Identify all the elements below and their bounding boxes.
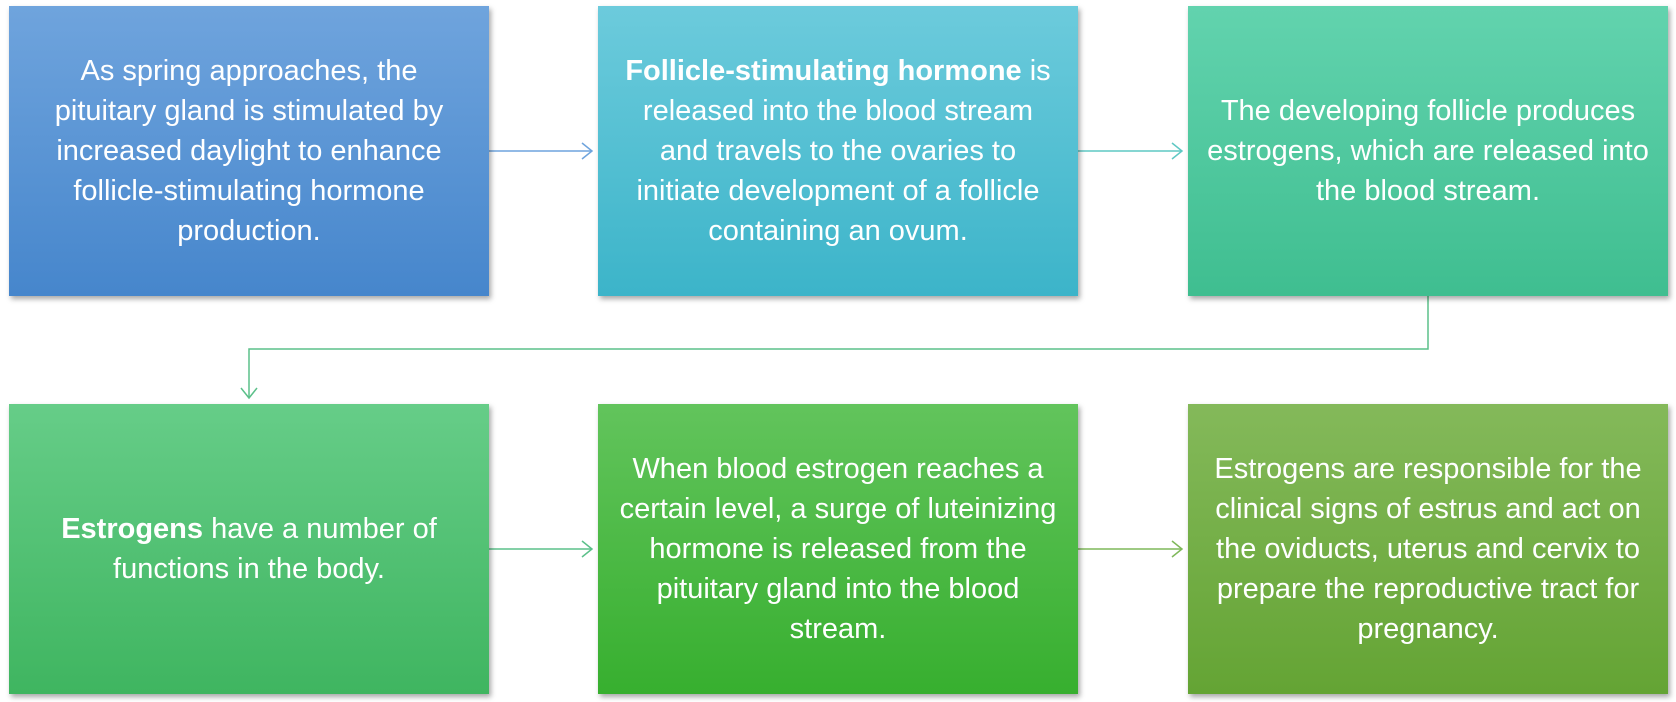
arrow-step-5-to-6: [1078, 540, 1184, 558]
step-bold-2: Follicle-stimulating hormone: [625, 55, 1022, 87]
step-box-3: The developing follicle produces estroge…: [1188, 6, 1668, 296]
step-body-6: Estrogens are responsible for the clinic…: [1214, 453, 1642, 645]
step-text-2: Follicle-stimulating hormone is released…: [616, 51, 1060, 251]
step-body-4: have a number of functions in the body.: [113, 513, 437, 585]
step-box-1: As spring approaches, the pituitary glan…: [9, 6, 489, 296]
step-text-4: Estrogens have a number of functions in …: [27, 509, 471, 589]
step-text-3: The developing follicle produces estroge…: [1206, 91, 1650, 211]
step-text-5: When blood estrogen reaches a certain le…: [616, 449, 1060, 649]
arrow-step-2-to-3: [1078, 142, 1184, 160]
step-box-5: When blood estrogen reaches a certain le…: [598, 404, 1078, 694]
step-bold-4: Estrogens: [61, 513, 204, 545]
step-text-6: Estrogens are responsible for the clinic…: [1206, 449, 1650, 649]
arrow-step-3-to-4: [240, 296, 1429, 400]
step-body-5: When blood estrogen reaches a certain le…: [619, 453, 1057, 645]
step-body-2: is released into the blood stream and tr…: [636, 55, 1051, 247]
arrow-step-1-to-2: [489, 142, 594, 160]
step-text-1: As spring approaches, the pituitary glan…: [27, 51, 471, 251]
step-box-4: Estrogens have a number of functions in …: [9, 404, 489, 694]
step-box-6: Estrogens are responsible for the clinic…: [1188, 404, 1668, 694]
step-box-2: Follicle-stimulating hormone is released…: [598, 6, 1078, 296]
step-body-3: The developing follicle produces estroge…: [1207, 95, 1649, 207]
step-body-1: As spring approaches, the pituitary glan…: [54, 55, 444, 247]
arrow-step-4-to-5: [489, 540, 594, 558]
